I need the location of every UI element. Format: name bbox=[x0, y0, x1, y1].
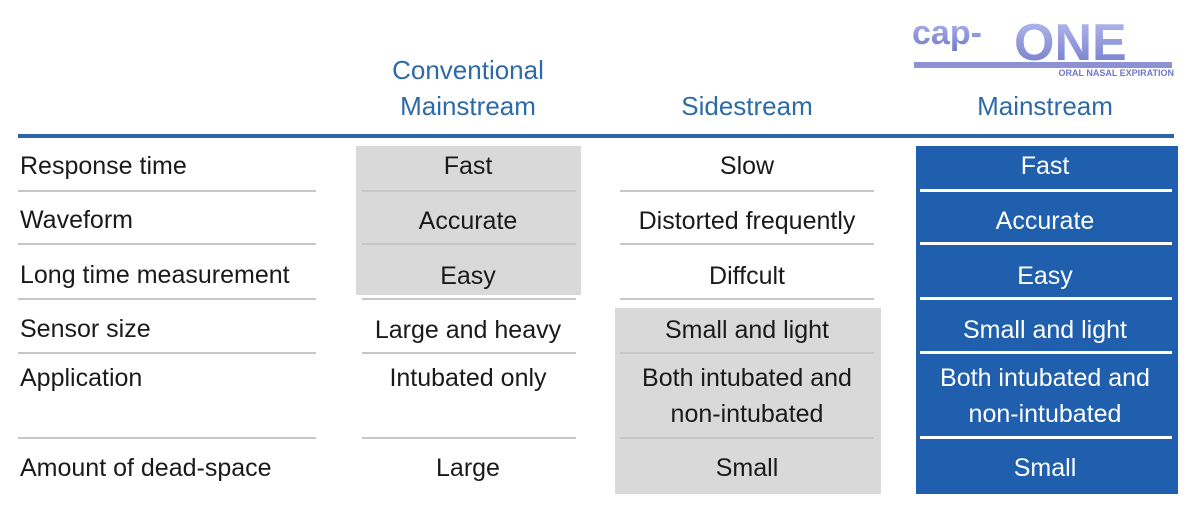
cell-mainstream-application-line1: Both intubated and bbox=[940, 364, 1150, 392]
cell-conventional-dead-space: Large bbox=[436, 454, 500, 482]
cell-conventional-response-time: Fast bbox=[443, 152, 493, 180]
cell-sidestream-sensor-size: Small and light bbox=[665, 316, 829, 344]
conventional-highlight-block bbox=[356, 146, 581, 295]
row-separator bbox=[920, 351, 1172, 354]
row-label-sensor-size: Sensor size bbox=[20, 315, 151, 343]
row-label-waveform: Waveform bbox=[20, 206, 133, 234]
header-rule bbox=[18, 134, 1174, 138]
cell-mainstream-sensor-size: Small and light bbox=[963, 316, 1127, 344]
column-header-line1: Conventional bbox=[392, 55, 544, 85]
row-label-long-time-measurement: Long time measurement bbox=[20, 261, 290, 289]
sidestream-highlight-block bbox=[615, 308, 881, 494]
logo-big-text: ONE bbox=[1014, 14, 1127, 72]
row-separator bbox=[18, 298, 316, 300]
cell-mainstream-waveform: Accurate bbox=[995, 207, 1095, 235]
row-separator bbox=[18, 243, 316, 245]
row-separator bbox=[18, 190, 316, 192]
row-separator bbox=[362, 352, 576, 354]
cell-conventional-sensor-size: Large and heavy bbox=[374, 316, 562, 344]
cell-sidestream-application-line2: non-intubated bbox=[670, 400, 824, 428]
row-separator bbox=[620, 243, 874, 245]
row-separator bbox=[620, 190, 874, 192]
row-label-application: Application bbox=[20, 364, 143, 392]
cell-mainstream-response-time: Fast bbox=[1020, 152, 1070, 180]
cell-sidestream-application-line1: Both intubated and bbox=[642, 364, 852, 392]
cell-mainstream-dead-space: Small bbox=[1013, 454, 1077, 482]
row-separator bbox=[620, 352, 874, 354]
row-label-dead-space: Amount of dead-space bbox=[20, 454, 272, 482]
row-separator bbox=[362, 243, 576, 245]
cap-one-logo: cap- ONE ORAL NASAL EXPIRATION bbox=[910, 12, 1176, 78]
column-header-mainstream: Mainstream bbox=[977, 91, 1113, 121]
cell-sidestream-long-time: Diffcult bbox=[709, 262, 785, 290]
logo-tagline: ORAL NASAL EXPIRATION bbox=[1058, 68, 1174, 78]
row-separator bbox=[920, 436, 1172, 439]
cell-mainstream-application-line2: non-intubated bbox=[968, 400, 1122, 428]
row-separator bbox=[920, 189, 1172, 192]
cell-mainstream-long-time: Easy bbox=[1017, 262, 1073, 290]
row-separator bbox=[18, 437, 316, 439]
row-separator bbox=[18, 352, 316, 354]
column-header-sidestream: Sidestream bbox=[681, 91, 813, 121]
cell-sidestream-response-time: Slow bbox=[719, 152, 775, 180]
row-separator bbox=[620, 298, 874, 300]
cell-sidestream-waveform: Distorted frequently bbox=[638, 207, 856, 235]
row-label-response-time: Response time bbox=[20, 152, 187, 180]
cell-conventional-application: Intubated only bbox=[389, 364, 547, 392]
column-header-line2: Mainstream bbox=[400, 91, 536, 121]
column-header-conventional-mainstream: Conventional Mainstream bbox=[360, 52, 576, 124]
cell-conventional-long-time: Easy bbox=[440, 262, 496, 290]
row-separator bbox=[362, 190, 576, 192]
row-separator bbox=[620, 437, 874, 439]
row-separator bbox=[920, 297, 1172, 300]
row-separator bbox=[362, 298, 576, 300]
row-separator bbox=[920, 242, 1172, 245]
logo-small-text: cap- bbox=[912, 14, 982, 52]
cell-sidestream-dead-space: Small bbox=[715, 454, 779, 482]
cell-conventional-waveform: Accurate bbox=[418, 207, 518, 235]
row-separator bbox=[362, 437, 576, 439]
